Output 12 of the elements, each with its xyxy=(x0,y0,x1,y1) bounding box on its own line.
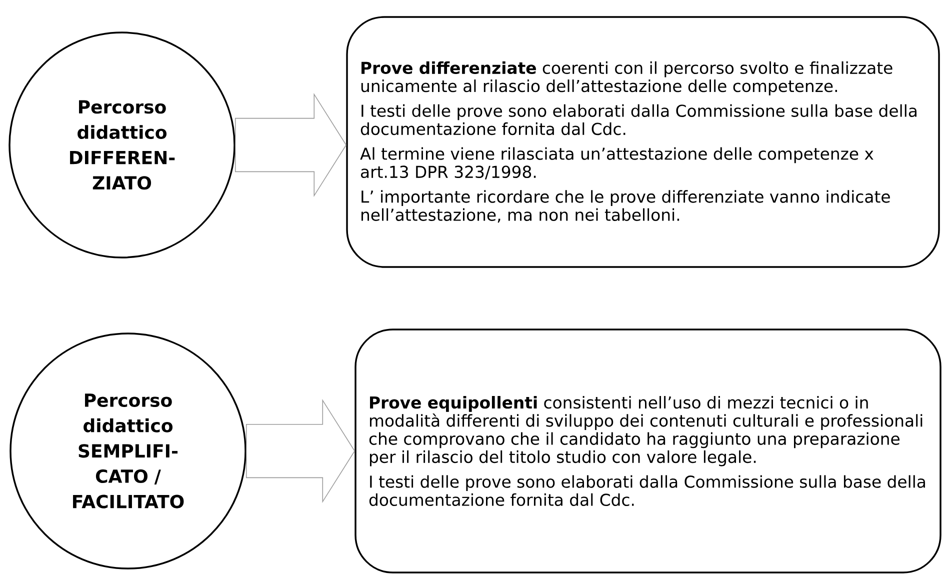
text-box xyxy=(354,328,942,574)
paragraph: Prove equipollenti consistenti nell’uso di mezzi tecnici o in modalità differenti di sviluppo dei contenuti culturali e professionali che comprovano che il candidato ha raggiunto una preparazione per il rilascio del titolo studio con valore legale. xyxy=(369,396,922,466)
paragraph: Prove differenziate coerenti con il percorso svolto e finalizzate unicamente al rilascio dell’attestazione delle competenze. xyxy=(361,61,892,96)
block-arrow xyxy=(234,92,347,198)
paragraph: Al termine viene rilasciata un’attestazione delle competenze x art.13 DPR 323/1998. xyxy=(360,147,874,180)
paragraph: L’ importante ricordare che le prove differenziate vanno indicate nell’attestazione, ma non nei tabelloni. xyxy=(362,190,890,223)
text-box xyxy=(346,16,940,268)
block-arrow xyxy=(246,398,356,504)
paragraph: I testi delle prove sono elaborati dalla Commissione sulla base della documentazione fornita dal Cdc. xyxy=(360,104,916,136)
circle-node: Percorso didattico DIFFEREN- ZIATO xyxy=(8,32,236,258)
paragraph: I testi delle prove sono elaborati dalla Commissione sulla base della documentazione fornita dal Cdc. xyxy=(369,475,925,506)
circle-node: Percorso didattico SEMPLIFI- CATO / FACILITATO xyxy=(10,332,246,570)
